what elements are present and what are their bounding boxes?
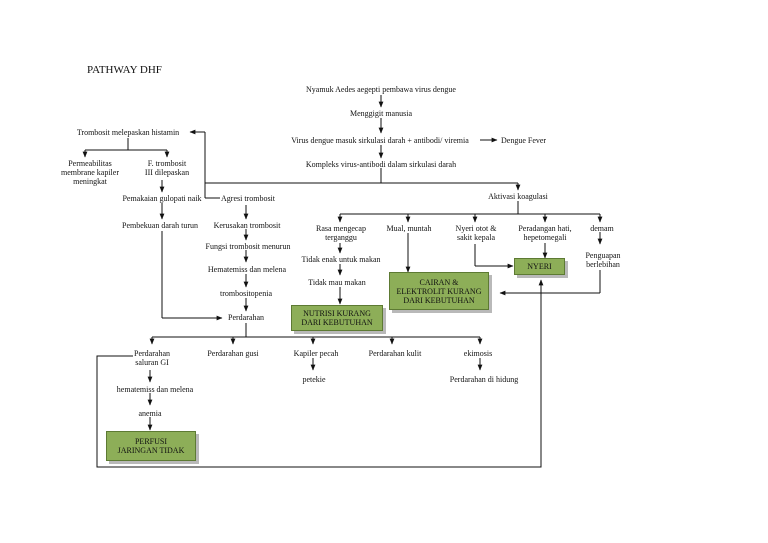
node-kerusakan: Kerusakan trombosit [213,221,281,230]
diagnosis-cairan-box: CAIRAN & ELEKTROLIT KURANG DARI KEBUTUHA… [389,272,489,310]
diagnosis-cairan-label: CAIRAN & ELEKTROLIT KURANG DARI KEBUTUHA… [396,277,482,305]
node-trombositopenia: trombositopenia [220,289,272,298]
node-dengue-fever: Dengue Fever [501,136,547,145]
node-permeabilitas: Permeabilitas membrane kapiler meningkat [61,159,119,186]
node-pemakaian: Pemakaian gulopati naik [122,194,202,203]
node-agresi: Agresi trombosit [221,194,275,203]
node-demam: demam [590,224,614,233]
page-title: PATHWAY DHF [87,64,162,76]
node-nyeri-otot: Nyeri otot & sakit kepala [455,224,497,242]
node-pembekuan: Pembekuan darah turun [122,221,198,230]
node-kompleks: Kompleks virus-antibodi dalam sirkulasi … [305,160,457,169]
node-nyamuk: Nyamuk Aedes aegepti pembawa virus dengu… [306,85,456,94]
node-anemia: anemia [138,409,162,418]
node-ekimosis: ekimosis [463,349,493,358]
node-hematemisis-1: Hematemiss dan melena [207,265,287,274]
diagnosis-perfusi-box: PERFUSI JARINGAN TIDAK [106,431,196,461]
diagnosis-nyeri-box: NYERI [514,258,565,275]
diagnosis-perfusi-label: PERFUSI JARINGAN TIDAK [117,437,185,455]
diagnosis-nutrisi-label: NUTRISI KURANG DARI KEBUTUHAN [301,309,373,327]
node-f-trombosit: F. trombosit III dilepaskan [144,159,190,177]
node-tidak-mau: Tidak mau makan [308,278,366,287]
node-rasa: Rasa mengecap terganggu [316,224,366,242]
node-aktivasi: Aktivasi koagulasi [488,192,548,201]
diagnosis-nutrisi-box: NUTRISI KURANG DARI KEBUTUHAN [291,305,383,331]
node-virus: Virus dengue masuk sirkulasi darah + ant… [291,136,469,145]
node-penguapan: Penguapan berlebihan [585,251,621,269]
diagnosis-nyeri-label: NYERI [527,262,552,271]
node-kapiler: Kapiler pecah [293,349,339,358]
edge-loop-to-nyeri [96,279,544,468]
node-perdarahan-hidung: Perdarahan di hidung [449,375,519,384]
node-tidak-enak: Tidak enak untuk makan [301,255,381,264]
node-perdarahan-gusi: Perdarahan gusi [207,349,259,358]
node-mual: Mual, muntah [386,224,432,233]
node-peradangan: Peradangan hati, hepetomegali [518,224,572,242]
node-hematemisis-2: hematemiss dan melena [116,385,194,394]
node-trombosit-histamin: Trombosit melepaskan histamin [76,128,180,137]
node-perdarahan-gi: Perdarahan saluran GI [134,349,170,367]
node-menggigit: Menggigit manusia [350,109,412,118]
node-petekie: petekie [302,375,326,384]
node-perdarahan-kulit: Perdarahan kulit [368,349,422,358]
node-perdarahan: Perdarahan [228,313,264,322]
node-fungsi: Fungsi trombosit menurun [205,242,291,251]
